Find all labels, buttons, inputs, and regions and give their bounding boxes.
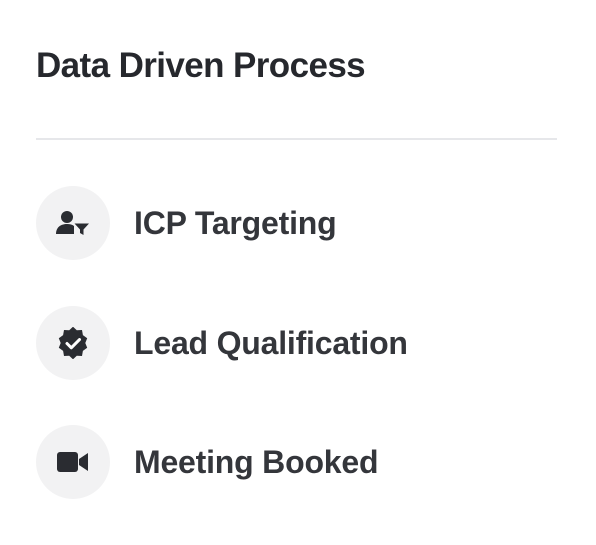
- icon-circle: [36, 306, 110, 380]
- list-item-label: ICP Targeting: [134, 205, 337, 241]
- divider: [36, 138, 557, 140]
- video-camera-icon: [57, 452, 88, 472]
- list-item-icp-targeting: ICP Targeting: [36, 186, 536, 260]
- icon-circle: [36, 186, 110, 260]
- icon-circle: [36, 425, 110, 499]
- verified-badge-icon: [58, 327, 88, 359]
- list-item-meeting-booked: Meeting Booked: [36, 425, 536, 499]
- user-filter-icon: [56, 211, 89, 235]
- list-item-lead-qualification: Lead Qualification: [36, 306, 536, 380]
- list-item-label: Lead Qualification: [134, 325, 408, 361]
- card-title: Data Driven Process: [36, 46, 366, 85]
- list-item-label: Meeting Booked: [134, 444, 379, 480]
